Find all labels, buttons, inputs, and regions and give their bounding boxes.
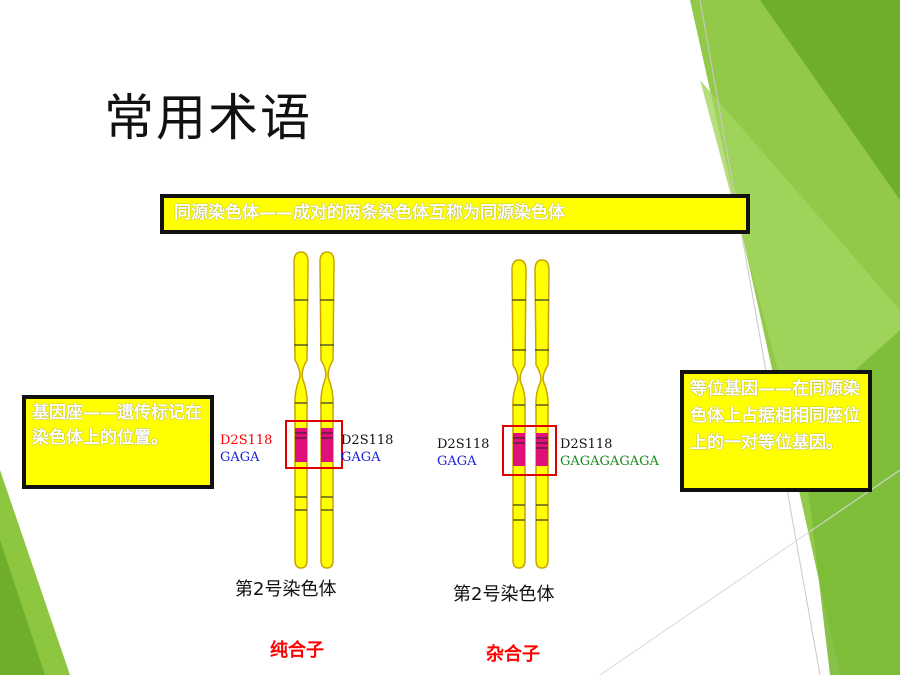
heterozygous-caption: 第2号染色体 [453,584,555,605]
chromosome-pair-heterozygous [502,259,557,569]
homozygous-caption: 第2号染色体 [235,579,337,600]
homozygous-left-allele: GAGA [220,450,260,465]
homozygous-right-marker: D2S118 [341,433,394,448]
heterozygous-right-marker: D2S118 [560,437,613,452]
allele-definition: 等位基因——在同源染色体上占据相相同座位上的一对等位基因。 [680,370,872,492]
slide-title: 常用术语 [104,89,312,147]
homozygous-left-marker: D2S118 [220,433,273,448]
locus-definition: 基因座——遗传标记在染色体上的位置。 [22,395,214,489]
homologous-chromosome-definition: 同源染色体——成对的两条染色体互称为同源染色体 [160,194,750,234]
chromosome-pair-homozygous [285,251,343,569]
homozygous-type-label: 纯合子 [270,640,324,661]
homozygous-right-allele: GAGA [341,450,381,465]
heterozygous-left-allele: GAGA [437,454,477,469]
heterozygous-right-allele: GAGAGAGAGA [560,454,659,469]
heterozygous-left-marker: D2S118 [437,437,490,452]
heterozygous-type-label: 杂合子 [486,644,540,665]
